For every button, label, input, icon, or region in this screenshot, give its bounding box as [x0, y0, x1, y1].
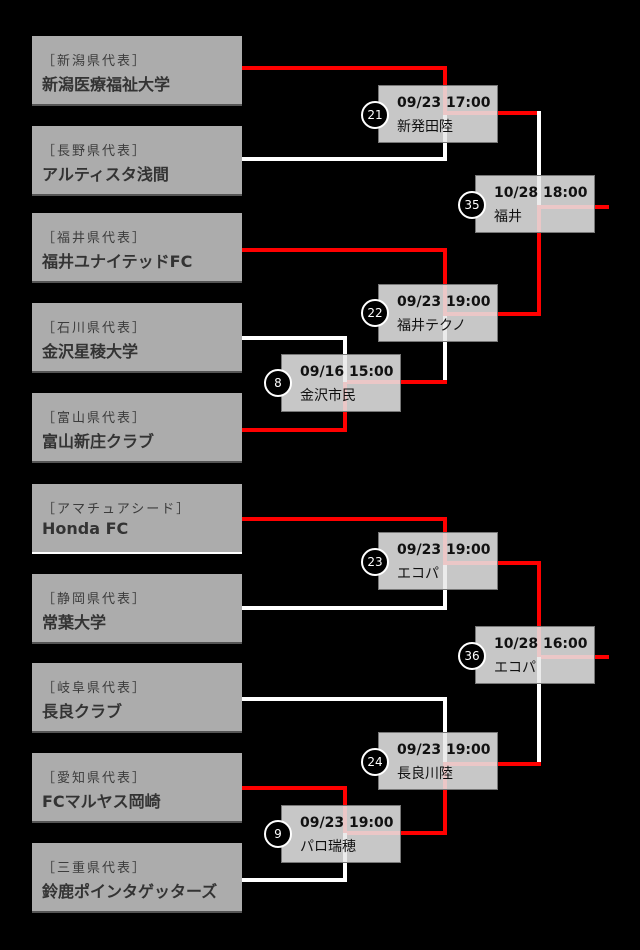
match-number-badge: 24	[361, 748, 389, 776]
match-venue: 福井テクノ	[397, 318, 467, 334]
team-box[interactable]: ［静岡県代表］ 常葉大学	[32, 574, 242, 644]
match-number-badge: 35	[458, 191, 486, 219]
match-venue: 金沢市民	[300, 388, 356, 404]
match-venue: パロ瑞穂	[300, 839, 356, 855]
team-box[interactable]: ［三重県代表］ 鈴鹿ポインタゲッターズ	[32, 843, 242, 913]
team-box[interactable]: ［富山県代表］ 富山新庄クラブ	[32, 393, 242, 463]
match-datetime: 10/28 16:00	[494, 636, 588, 652]
match-datetime: 09/23 19:00	[300, 815, 394, 831]
bracket-line-win	[242, 66, 447, 70]
match-number-badge: 23	[361, 548, 389, 576]
bracket-line-lose	[537, 111, 541, 207]
match-number-badge: 36	[458, 642, 486, 670]
match-venue: 長良川陸	[397, 766, 453, 782]
bracket-line-lose	[537, 657, 541, 766]
team-name: アルティスタ浅間	[42, 165, 169, 184]
match-datetime: 09/23 19:00	[397, 742, 491, 758]
match-number-badge: 8	[264, 369, 292, 397]
team-box[interactable]: ［岐阜県代表］ 長良クラブ	[32, 663, 242, 733]
team-prefecture: ［三重県代表］	[42, 861, 148, 876]
team-box[interactable]: ［愛知県代表］ FCマルヤス岡崎	[32, 753, 242, 823]
bracket-line-win	[242, 428, 347, 432]
team-prefecture: ［福井県代表］	[42, 231, 148, 246]
match-venue: 新発田陸	[397, 119, 453, 135]
team-prefecture: ［愛知県代表］	[42, 771, 148, 786]
match-venue: 福井	[494, 209, 522, 225]
team-prefecture: ［岐阜県代表］	[42, 681, 148, 696]
match-datetime: 09/23 17:00	[397, 95, 491, 111]
team-name: 新潟医療福祉大学	[42, 75, 171, 94]
team-prefecture: ［石川県代表］	[42, 321, 148, 336]
match-datetime: 10/28 18:00	[494, 185, 588, 201]
bracket-line-lose	[242, 606, 447, 610]
match-number-badge: 21	[361, 101, 389, 129]
match-box[interactable]: 09/23 19:00 パロ瑞穂	[281, 805, 401, 863]
team-name: FCマルヤス岡崎	[42, 792, 161, 811]
match-venue: エコパ	[397, 566, 439, 582]
team-prefecture: ［静岡県代表］	[42, 592, 148, 607]
bracket-line-win	[537, 561, 541, 659]
bracket-line-win	[242, 786, 347, 790]
team-name: 富山新庄クラブ	[42, 432, 155, 451]
match-box[interactable]: 09/23 17:00 新発田陸	[378, 85, 498, 143]
match-box[interactable]: 10/28 18:00 福井	[475, 175, 595, 233]
bracket-line-win	[443, 248, 447, 314]
match-box[interactable]: 10/28 16:00 エコパ	[475, 626, 595, 684]
team-box[interactable]: ［長野県代表］ アルティスタ浅間	[32, 126, 242, 196]
bracket-line-win	[537, 207, 541, 316]
match-datetime: 09/16 15:00	[300, 364, 394, 380]
team-prefecture: ［富山県代表］	[42, 411, 148, 426]
bracket-line-win	[443, 762, 447, 835]
team-name: Honda FC	[42, 519, 129, 538]
team-name: 福井ユナイテッドFC	[42, 252, 193, 271]
bracket-line-win	[242, 248, 447, 252]
bracket-line-lose	[242, 157, 447, 161]
team-name: 金沢星稜大学	[42, 342, 139, 361]
team-box[interactable]: ［新潟県代表］ 新潟医療福祉大学	[32, 36, 242, 106]
match-box[interactable]: 09/16 15:00 金沢市民	[281, 354, 401, 412]
bracket-line-win	[242, 517, 447, 521]
team-prefecture: ［新潟県代表］	[42, 54, 148, 69]
match-datetime: 09/23 19:00	[397, 294, 491, 310]
match-number-badge: 9	[264, 820, 292, 848]
team-box[interactable]: ［石川県代表］ 金沢星稜大学	[32, 303, 242, 373]
bracket-line-lose	[242, 878, 347, 882]
team-name: 鈴鹿ポインタゲッターズ	[42, 882, 218, 901]
team-box[interactable]: ［アマチュアシード］ Honda FC	[32, 484, 242, 554]
match-box[interactable]: 09/23 19:00 福井テクノ	[378, 284, 498, 342]
team-prefecture: ［アマチュアシード］	[42, 502, 192, 517]
match-number-badge: 22	[361, 299, 389, 327]
match-venue: エコパ	[494, 660, 536, 676]
bracket-line-lose	[242, 697, 447, 701]
bracket-line-lose	[443, 697, 447, 763]
match-box[interactable]: 09/23 19:00 エコパ	[378, 532, 498, 590]
match-box[interactable]: 09/23 19:00 長良川陸	[378, 732, 498, 790]
team-box[interactable]: ［福井県代表］ 福井ユナイテッドFC	[32, 213, 242, 283]
bracket-line-lose	[443, 312, 447, 384]
team-name: 常葉大学	[42, 613, 107, 632]
bracket-line-lose	[242, 336, 347, 340]
team-prefecture: ［長野県代表］	[42, 144, 148, 159]
team-name: 長良クラブ	[42, 702, 123, 721]
match-datetime: 09/23 19:00	[397, 542, 491, 558]
